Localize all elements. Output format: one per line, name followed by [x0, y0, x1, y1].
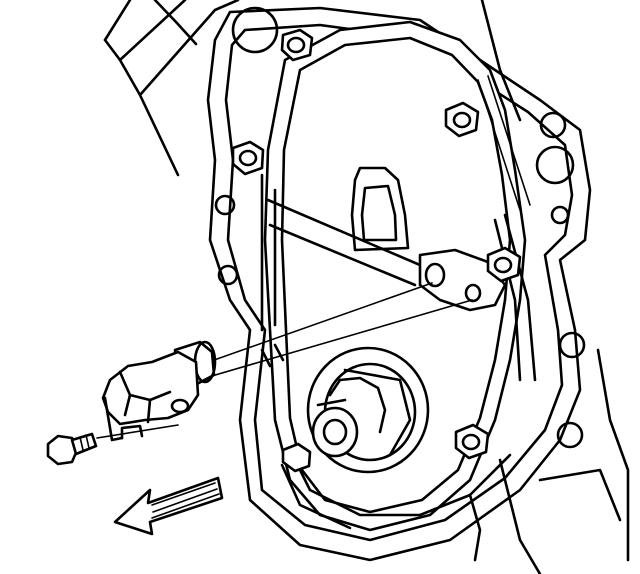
- camshaft-position-sensor: [101, 340, 285, 442]
- crank-seal-bore: [306, 346, 430, 474]
- cover-bolt-lower-right: [454, 423, 490, 460]
- cover-bolt-left: [231, 140, 265, 176]
- timing-cover-flange: [206, 6, 592, 562]
- cover-bolt-right-mid: [486, 246, 522, 283]
- sensor-mount-boss: [418, 248, 507, 312]
- cover-lower-edge: [280, 448, 512, 562]
- engine-block-outline: [103, 0, 630, 574]
- cover-bolt-top: [280, 28, 314, 62]
- sensor-bolt: [46, 432, 98, 466]
- cover-bolt-lower-left: [281, 442, 312, 473]
- cover-bolt-upper-right: [444, 101, 480, 138]
- removal-direction-arrow: [113, 476, 224, 536]
